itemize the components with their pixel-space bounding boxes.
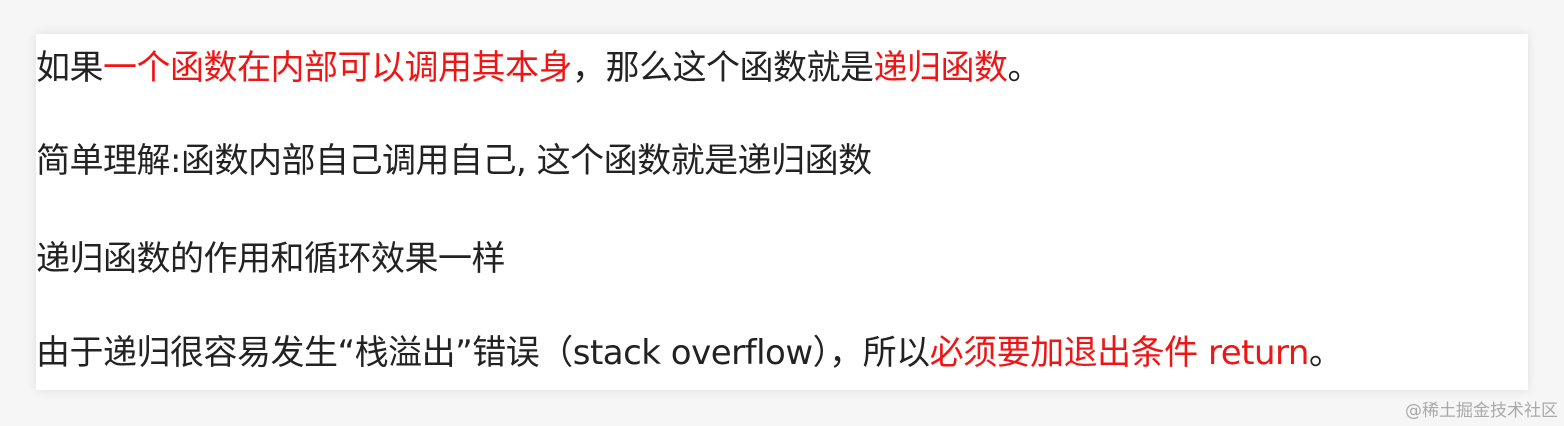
text-segment: ，那么这个函数就是 [572, 48, 874, 88]
text-segment: 。 [1308, 333, 1343, 373]
paragraph-stack-overflow: 由于递归很容易发生“栈溢出”错误（stack overflow），所以必须要加退… [36, 330, 1343, 376]
text-segment: 。 [1007, 48, 1042, 88]
text-segment: 简单理解:函数内部自己调用自己, 这个函数就是递归函数 [36, 141, 872, 181]
text-segment: 由于递归很容易发生“栈溢出”错误（stack overflow），所以 [36, 333, 930, 373]
highlight-exit-condition: 必须要加退出条件 return [929, 333, 1310, 373]
highlight-recursive-function: 递归函数 [873, 48, 1009, 88]
paragraph-simple-understanding: 简单理解:函数内部自己调用自己, 这个函数就是递归函数 [36, 138, 872, 184]
text-segment: 递归函数的作用和循环效果一样 [36, 239, 506, 279]
paragraph-effect: 递归函数的作用和循环效果一样 [36, 236, 506, 282]
paragraph-definition: 如果一个函数在内部可以调用其本身，那么这个函数就是递归函数。 [36, 45, 1041, 91]
content-card: 如果一个函数在内部可以调用其本身，那么这个函数就是递归函数。 简单理解:函数内部… [36, 34, 1528, 390]
watermark: @稀土掘金技术社区 [1405, 401, 1558, 421]
highlight-self-call: 一个函数在内部可以调用其本身 [103, 48, 573, 88]
text-segment: 如果 [36, 48, 104, 88]
